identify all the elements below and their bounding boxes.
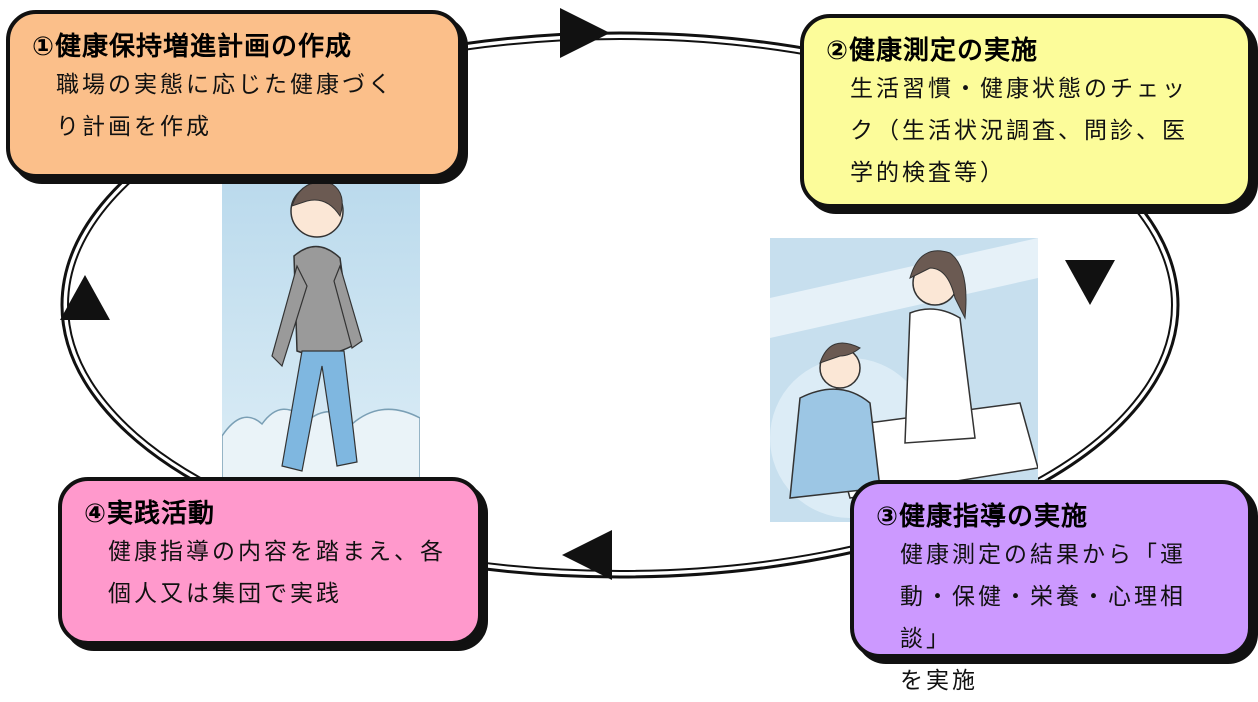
step4-body: 健康指導の内容を踏まえ、各 個人又は集団で実践 xyxy=(84,531,456,615)
step3-body-line: を実施 xyxy=(900,668,978,694)
step2-measurement-box: ②健康測定の実施 生活習慣・健康状態のチェッ ク（生活状況調査、問診、医 学的検… xyxy=(800,14,1252,208)
step3-body: 健康測定の結果から「運 動・保健・栄養・心理相談」 を実施 xyxy=(876,534,1226,702)
step2-body: 生活習慣・健康状態のチェッ ク（生活状況調査、問診、医 学的検査等） xyxy=(826,68,1226,194)
walking-man-illustration xyxy=(222,166,420,482)
step1-plan-box: ①健康保持増進計画の作成 職場の実態に応じた健康づく り計画を作成 xyxy=(6,10,462,178)
arrow-up-left xyxy=(60,275,110,320)
cycle-ellipse-inner xyxy=(67,38,1173,572)
step3-body-line: 健康測定の結果から「運 xyxy=(900,542,1186,568)
step2-body-line: ク（生活状況調査、問診、医 xyxy=(850,118,1188,144)
step3-body-line: 動・保健・栄養・心理相談」 xyxy=(900,584,1186,652)
step4-body-line: 健康指導の内容を踏まえ、各 xyxy=(108,539,446,565)
cycle-diagram xyxy=(60,8,1180,580)
step2-body-line: 学的検査等） xyxy=(850,160,1006,186)
step1-body: 職場の実態に応じた健康づく り計画を作成 xyxy=(32,64,436,148)
step1-title: ①健康保持増進計画の作成 xyxy=(32,32,353,62)
arrow-right-top xyxy=(560,8,610,58)
health-consultation-illustration xyxy=(770,238,1038,522)
step3-guidance-box: ③健康指導の実施 健康測定の結果から「運 動・保健・栄養・心理相談」 を実施 xyxy=(850,480,1252,694)
step2-title: ②健康測定の実施 xyxy=(826,36,1039,66)
step4-practice-box: ④実践活動 健康指導の内容を踏まえ、各 個人又は集団で実践 xyxy=(58,477,482,645)
arrow-left-bottom xyxy=(562,530,612,580)
arrow-down-right xyxy=(1065,260,1115,305)
step3-title: ③健康指導の実施 xyxy=(876,502,1089,532)
step2-body-line: 生活習慣・健康状態のチェッ xyxy=(850,76,1188,102)
step1-body-line: り計画を作成 xyxy=(56,114,212,140)
cycle-ellipse-outer xyxy=(60,31,1180,579)
step4-title: ④実践活動 xyxy=(84,499,216,529)
step4-body-line: 個人又は集団で実践 xyxy=(108,581,342,607)
step1-body-line: 職場の実態に応じた健康づく xyxy=(56,72,394,98)
